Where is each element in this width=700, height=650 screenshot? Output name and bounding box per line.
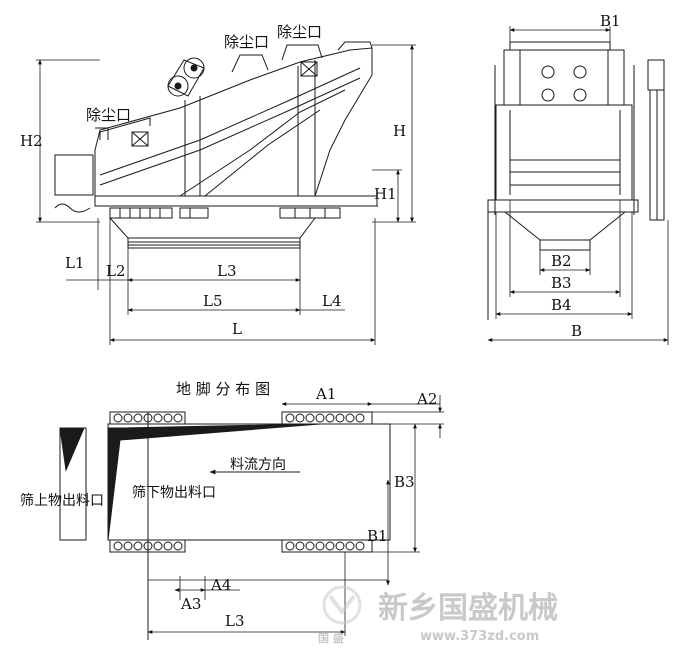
end-motor-block: [503, 49, 625, 106]
side-discharge-hopper: [109, 217, 316, 239]
label-B1: B1: [600, 12, 621, 30]
label-flow-direction: 料流方向: [230, 457, 286, 473]
end-view: [487, 26, 669, 345]
label-L: L: [232, 320, 242, 338]
side-vibration-motor: [167, 57, 205, 97]
label-B3: B3: [551, 274, 572, 292]
side-spring-feet: [109, 207, 341, 219]
end-top-flange: [509, 41, 611, 51]
label-dust-port-3: 除尘口: [277, 23, 322, 41]
watermark-url: www.373zd.com: [420, 629, 539, 644]
label-H2: H2: [20, 132, 43, 150]
plan-dimension-lines: [147, 395, 444, 636]
label-undersize-outlet: 筛下物出料口: [132, 485, 216, 501]
plan-oversize-wedge: [107, 423, 321, 541]
side-screen-body: [94, 47, 373, 197]
label-A3: A3: [180, 595, 201, 613]
label-L4: L4: [322, 292, 342, 310]
side-dust-hood-3: [281, 44, 323, 61]
label-L5: L5: [203, 292, 223, 310]
end-side-motor: [647, 59, 665, 91]
label-B: B: [571, 322, 582, 340]
label-dust-port-1: 除尘口: [86, 106, 131, 124]
label-foot-title: 地 脚 分 布 图: [176, 380, 270, 398]
side-base-frame: [94, 195, 378, 207]
watermark-logo-icon: [322, 585, 362, 625]
end-screen-box: [495, 104, 633, 201]
end-base: [487, 199, 639, 213]
label-plan-L3: L3: [225, 612, 245, 630]
label-oversize-outlet: 筛上物出料口: [20, 493, 104, 509]
side-elevation-view: [36, 41, 416, 345]
label-L1: L1: [65, 254, 85, 272]
label-B2: B2: [551, 252, 572, 270]
label-H: H: [393, 122, 406, 140]
label-plan-B1: B1: [367, 527, 388, 545]
watermark-seal: 国 盛: [318, 631, 344, 645]
labels: 除尘口 除尘口 除尘口 H H1 H2 L1 L2 L3 L4 L5 L B B…: [20, 12, 621, 630]
label-plan-B3: B3: [394, 473, 415, 491]
label-A1: A1: [315, 385, 336, 403]
label-H1: H1: [374, 185, 397, 203]
watermark: 新乡国盛机械 www.373zd.com 国 盛: [318, 585, 558, 645]
side-feed-chute: [54, 154, 94, 196]
label-L3: L3: [217, 262, 237, 280]
watermark-company: 新乡国盛机械: [378, 591, 558, 626]
label-A2: A2: [416, 390, 437, 408]
side-small-box: [131, 131, 149, 147]
side-dust-hood-2: [231, 54, 269, 73]
end-dimension-lines: [487, 26, 669, 345]
foundation-plan: [59, 395, 444, 640]
label-B4: B4: [551, 296, 572, 314]
label-A4: A4: [210, 576, 231, 594]
end-discharge-hopper: [504, 211, 626, 241]
side-dimension-lines: [36, 44, 416, 345]
plan-screen-outline: [107, 423, 391, 541]
label-L2: L2: [106, 262, 126, 280]
label-dust-port-2: 除尘口: [224, 33, 269, 51]
